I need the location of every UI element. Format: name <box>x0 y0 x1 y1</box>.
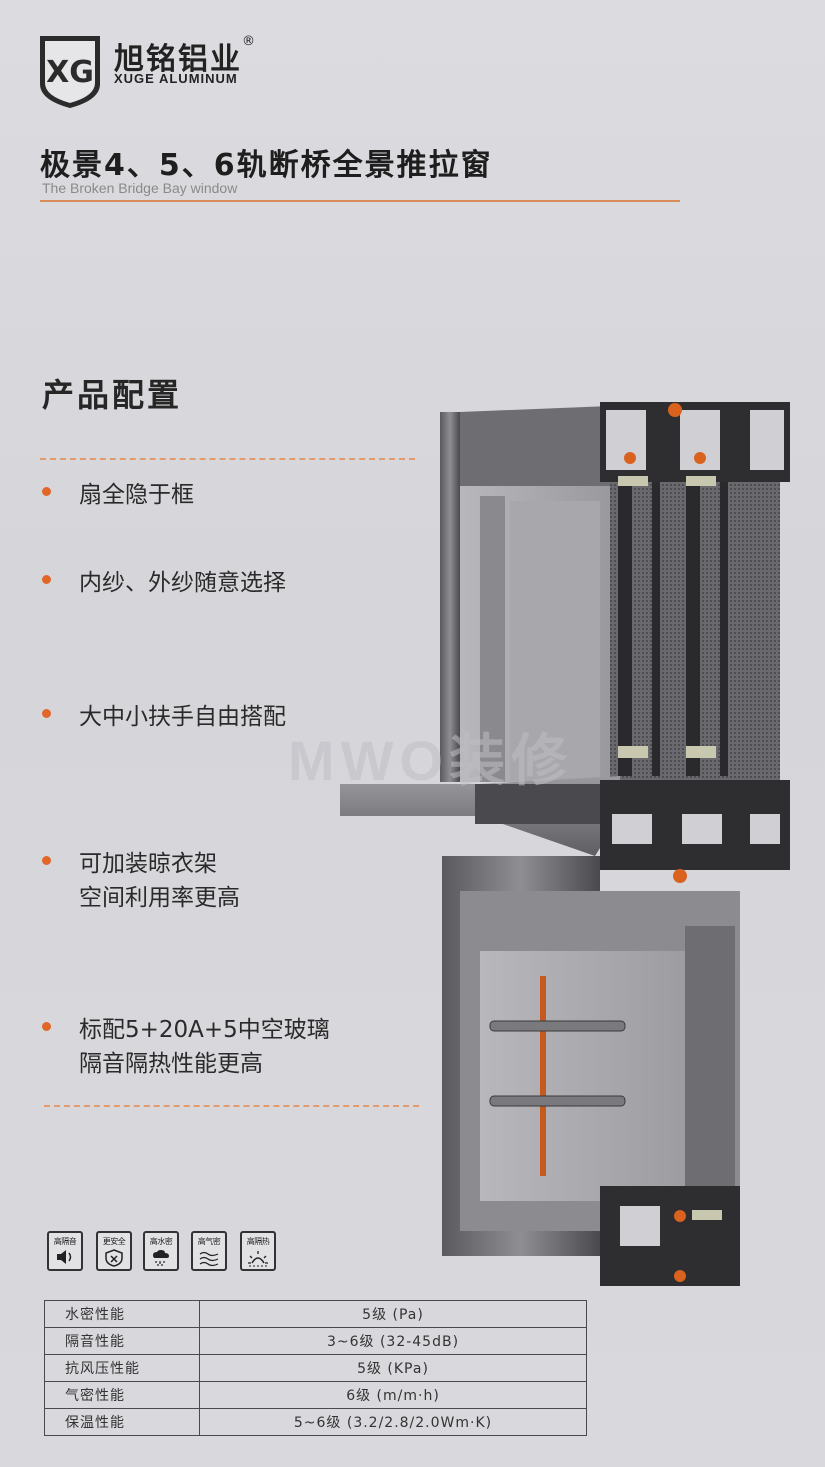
page-subtitle: The Broken Bridge Bay window <box>42 180 238 196</box>
spec-value: 3~6级 (32-45dB) <box>199 1327 587 1355</box>
feature-item: 可加装晾衣架 空间利用率更高 <box>42 847 240 915</box>
bullet-icon <box>42 1022 51 1031</box>
spec-name: 保温性能 <box>44 1408 200 1436</box>
lower-side-profile <box>685 926 735 1216</box>
dashed-divider-bottom <box>44 1105 419 1107</box>
spec-value: 5级 (Pa) <box>199 1300 587 1328</box>
feature-item: 大中小扶手自由搭配 <box>42 700 286 734</box>
spec-name: 抗风压性能 <box>44 1354 200 1382</box>
badge-label: 高水密 <box>149 1237 173 1246</box>
spec-table: 水密性能 5级 (Pa) 隔音性能 3~6级 (32-45dB) 抗风压性能 5… <box>44 1300 587 1436</box>
feature-text: 内纱、外纱随意选择 <box>79 570 286 596</box>
feature-badge: 更安全 <box>96 1231 132 1271</box>
feature-text: 扇全隐于框 <box>79 482 194 508</box>
rain-cloud-icon <box>153 1250 169 1266</box>
bullet-icon <box>42 575 51 584</box>
sash-rail-1 <box>618 476 632 776</box>
table-row: 抗风压性能 5级 (KPa) <box>44 1354 587 1382</box>
window-product-image <box>340 402 790 1286</box>
brush-seal <box>618 746 648 758</box>
table-row: 气密性能 6级 (m/m·h) <box>44 1381 587 1409</box>
sash-rail-3 <box>686 476 700 776</box>
brand-logo: XG <box>38 34 102 110</box>
feature-badge: 高水密 <box>143 1231 179 1271</box>
brush-seal <box>686 746 716 758</box>
badge-label: 高气密 <box>197 1237 221 1246</box>
handle-bar-upper <box>489 1020 626 1032</box>
section-title: 产品配置 <box>42 376 183 414</box>
feature-item: 标配5+20A+5中空玻璃 隔音隔热性能更高 <box>42 1013 330 1081</box>
spec-name: 气密性能 <box>44 1381 200 1409</box>
profile-cavity <box>620 1206 660 1246</box>
feature-text-line2: 隔音隔热性能更高 <box>79 1051 263 1077</box>
brand-name-en: XUGE ALUMINUM <box>114 71 238 86</box>
profile-cavity-3 <box>750 410 784 470</box>
upper-screen-left <box>510 501 600 781</box>
thermal-break <box>694 452 706 464</box>
feature-badge: 高隔音 <box>47 1231 83 1271</box>
shield-icon <box>105 1249 123 1267</box>
watermark: MWO装修 <box>288 729 574 792</box>
feature-item: 内纱、外纱随意选择 <box>42 566 286 600</box>
sun-icon <box>248 1251 268 1267</box>
upper-sash-left <box>480 496 505 782</box>
feature-text: 可加装晾衣架 <box>79 851 217 877</box>
feature-badge: 高隔热 <box>240 1231 276 1271</box>
lower-glass <box>480 951 710 1201</box>
bullet-icon <box>42 487 51 496</box>
table-row: 保温性能 5~6级 (3.2/2.8/2.0Wm·K) <box>44 1408 587 1436</box>
handle-bar-lower <box>489 1095 626 1107</box>
table-row: 水密性能 5级 (Pa) <box>44 1300 587 1328</box>
spec-value: 6级 (m/m·h) <box>199 1381 587 1409</box>
badge-label: 更安全 <box>102 1237 126 1246</box>
wind-icon <box>199 1251 219 1267</box>
title-divider <box>40 200 680 202</box>
registered-mark: ® <box>242 34 255 49</box>
sash-rail-2 <box>652 476 660 776</box>
feature-item: 扇全隐于框 <box>42 478 194 512</box>
brush-seal <box>618 476 648 486</box>
spec-name: 水密性能 <box>44 1300 200 1328</box>
speaker-icon <box>57 1250 72 1264</box>
thermal-break <box>674 1210 686 1222</box>
profile-cavity <box>750 814 780 844</box>
feature-text-line2: 空间利用率更高 <box>79 885 240 911</box>
brand-name-cn: 旭铭铝业 <box>114 42 242 77</box>
thermal-break <box>673 869 687 883</box>
thermal-break <box>674 1270 686 1282</box>
table-row: 隔音性能 3~6级 (32-45dB) <box>44 1327 587 1355</box>
logo-text: XG <box>46 55 94 90</box>
glass-spacer <box>540 976 546 1176</box>
brush-seal <box>686 476 716 486</box>
bullet-icon <box>42 856 51 865</box>
feature-badge: 高气密 <box>191 1231 227 1271</box>
brush-seal <box>692 1210 722 1220</box>
spec-name: 隔音性能 <box>44 1327 200 1355</box>
page-title: 极景4、5、6轨断桥全景推拉窗 <box>40 148 493 183</box>
bullet-icon <box>42 709 51 718</box>
frame-top <box>460 406 610 496</box>
sash-rail-4 <box>720 476 728 776</box>
badge-label: 高隔热 <box>246 1237 270 1246</box>
badge-label: 高隔音 <box>53 1237 77 1246</box>
profile-cavity <box>612 814 652 844</box>
feature-text: 大中小扶手自由搭配 <box>79 704 286 730</box>
thermal-break <box>624 452 636 464</box>
thermal-break <box>668 403 682 417</box>
feature-text: 标配5+20A+5中空玻璃 <box>79 1017 330 1043</box>
dashed-divider-top <box>40 458 415 460</box>
spec-value: 5~6级 (3.2/2.8/2.0Wm·K) <box>199 1408 587 1436</box>
spec-value: 5级 (KPa) <box>199 1354 587 1382</box>
frame-left-upper <box>440 412 460 782</box>
profile-cavity <box>682 814 722 844</box>
